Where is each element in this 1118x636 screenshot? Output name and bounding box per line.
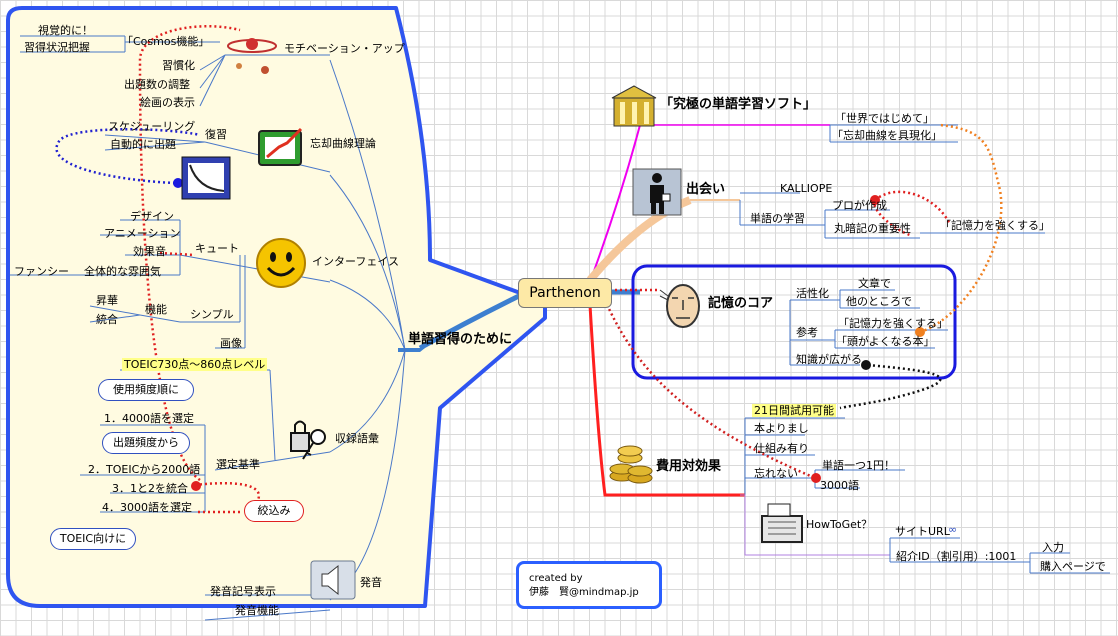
intro-child[interactable]: 購入ページで (1040, 560, 1106, 573)
rote-label[interactable]: 丸暗記の重要性 (834, 222, 911, 235)
activate-label[interactable]: 活性化 (796, 287, 829, 300)
vocab-label[interactable]: 収録語彙 (335, 432, 379, 445)
bubble-frequency[interactable]: 使用頻度順に (98, 379, 194, 401)
howto-label[interactable]: HowToGet？ (806, 518, 873, 531)
central-topic[interactable]: Parthenon (518, 278, 612, 308)
pronunciation-item[interactable]: 発音機能 (235, 604, 279, 617)
spread-label[interactable]: 知識が広がる (796, 353, 862, 366)
cosmos-child[interactable]: 視覚的に！ (38, 24, 93, 37)
cute-child[interactable]: アニメーション (104, 227, 181, 240)
speaker-icon (310, 560, 356, 600)
fancy-label[interactable]: ファンシー (14, 265, 69, 278)
temple-icon (611, 85, 657, 127)
cost-item[interactable]: 本よりまし (754, 422, 809, 435)
criteria-label[interactable]: 選定基準 (216, 458, 260, 471)
step-item[interactable]: 2．TOEICから2000語 (88, 463, 201, 476)
ultimate-label[interactable]: 「究極の単語学習ソフト」 (660, 97, 817, 112)
curve-chart-icon (181, 156, 231, 200)
strengthen-label[interactable]: 「記憶力を強くする」 (940, 219, 1050, 232)
reference-child[interactable]: 「頭がよくなる本」 (836, 335, 935, 348)
main-branch-left[interactable]: 単語習得のために (408, 332, 513, 347)
bubble-exam[interactable]: 出題頻度から (102, 432, 190, 454)
meeting-label[interactable]: 出会い (686, 182, 726, 197)
image-label[interactable]: 画像 (220, 337, 242, 350)
forgetting-curve-icon (258, 127, 303, 166)
ultimate-item[interactable]: 「忘却曲線を具現化」 (832, 129, 942, 142)
simple-label[interactable]: シンプル (190, 308, 234, 321)
activate-child[interactable]: 他のところで (846, 295, 912, 308)
credit-line2: 伊藤 賢@mindmap.jp (529, 587, 639, 598)
step-item[interactable]: 1．4000語を選定 (104, 412, 194, 425)
step-item[interactable]: 3．1と2を統合 (112, 482, 188, 495)
motivation-item[interactable]: 絵画の表示 (140, 96, 195, 109)
function-child[interactable]: 統合 (96, 313, 118, 326)
bubble-toeic[interactable]: TOEIC向けに (50, 528, 136, 550)
cost-label[interactable]: 費用対効果 (656, 459, 722, 474)
cost-item[interactable]: 忘れない (754, 467, 798, 480)
trial-label[interactable]: 21日間試用可能 (752, 404, 836, 417)
pronunciation-item[interactable]: 発音記号表示 (210, 585, 276, 598)
motivation-label[interactable]: モチベーション・アップ (284, 42, 405, 55)
memory-label[interactable]: 記憶のコア (708, 296, 774, 311)
credit-box: created by 伊藤 賢@mindmap.jp (516, 561, 662, 609)
head-icon (659, 284, 700, 328)
pro-label[interactable]: プロが作成 (832, 199, 887, 212)
reference-child[interactable]: 「記憶力を強くする」 (838, 317, 948, 330)
kalliope-label[interactable]: KALLIOPE (780, 182, 833, 195)
review-child[interactable]: スケジューリング (108, 120, 196, 133)
bubble-narrow[interactable]: 絞込み (244, 500, 304, 522)
activate-child[interactable]: 文章で (858, 277, 891, 290)
per-word-label[interactable]: 単語一つ1円！ (822, 459, 895, 472)
word-study-label[interactable]: 単語の学習 (750, 212, 805, 225)
word-count-label[interactable]: 3000語 (820, 479, 859, 492)
cute-child[interactable]: 効果音 (133, 245, 166, 258)
interface-label[interactable]: インターフェイス (312, 255, 400, 268)
step-item[interactable]: 4．3000語を選定 (102, 501, 192, 514)
cute-child[interactable]: デザイン (130, 210, 174, 223)
register-icon (761, 503, 803, 543)
smiley-icon (256, 238, 306, 288)
intro-id-label[interactable]: 紹介ID（割引用）:1001 (896, 550, 1017, 563)
ultimate-item[interactable]: 「世界ではじめて」 (835, 112, 934, 125)
reference-label[interactable]: 参考 (796, 326, 818, 339)
pronunciation-label[interactable]: 発音 (360, 576, 382, 589)
coins-icon (609, 445, 653, 484)
cosmos-child[interactable]: 習得状況把握 (24, 41, 90, 54)
forgetting-label[interactable]: 忘却曲線理論 (310, 137, 376, 150)
cute-child[interactable]: 全体的な雰囲気 (84, 265, 161, 278)
review-child[interactable]: 自動的に出題 (110, 138, 176, 151)
lock-key-icon (290, 420, 326, 460)
motivation-item[interactable]: 出題数の調整 (124, 78, 190, 91)
credit-line1: created by (529, 573, 583, 584)
review-label[interactable]: 復習 (205, 128, 227, 141)
cosmos-icon (227, 38, 277, 74)
intro-child[interactable]: 入力 (1042, 541, 1064, 554)
vocab-level[interactable]: TOEIC730点～860点レベル (122, 358, 268, 371)
cost-item[interactable]: 仕組み有り (754, 442, 809, 455)
person-icon (632, 168, 682, 216)
link-icon[interactable]: ∞ (948, 523, 958, 536)
function-child[interactable]: 昇華 (96, 294, 118, 307)
cute-label[interactable]: キュート (195, 242, 239, 255)
motivation-item[interactable]: 習慣化 (162, 59, 195, 72)
site-url-label[interactable]: サイトURL (895, 525, 950, 538)
cosmos-label[interactable]: 「Cosmos機能」 (122, 35, 210, 48)
function-label[interactable]: 機能 (145, 303, 167, 316)
